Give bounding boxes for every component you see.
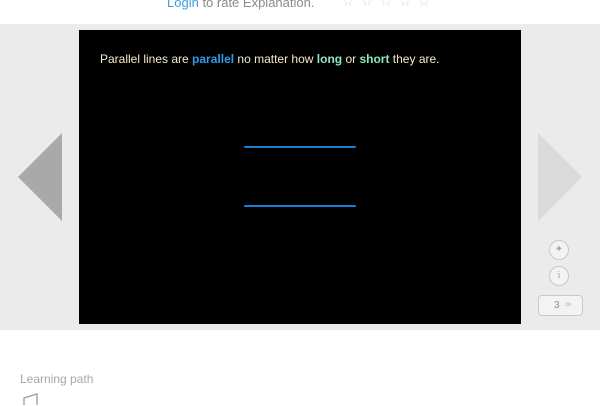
speed-control[interactable]: 3 ∞ — [538, 295, 583, 316]
speed-value: 3 — [554, 300, 560, 311]
slide-caption: Parallel lines are parallel no matter ho… — [100, 52, 440, 66]
star-icon[interactable]: ☆ — [398, 0, 412, 9]
player-stage: Parallel lines are parallel no matter ho… — [0, 24, 600, 330]
info-icon: i — [557, 271, 561, 281]
star-rating: ☆ ☆ ☆ ☆ ☆ — [341, 0, 431, 10]
caption-text: they are. — [389, 52, 440, 66]
pointer-tool-button[interactable]: ✦ — [549, 240, 569, 260]
rate-text: to rate Explanation. — [202, 0, 315, 10]
star-icon[interactable]: ☆ — [360, 0, 374, 9]
login-link[interactable]: Login — [167, 0, 199, 10]
caption-text: no matter how — [234, 52, 317, 66]
caption-text: Parallel lines are — [100, 52, 193, 66]
rating-bar: Login to rate Explanation. ☆ ☆ ☆ ☆ ☆ — [0, 0, 600, 24]
pointer-icon: ✦ — [554, 244, 564, 255]
star-icon[interactable]: ☆ — [417, 0, 431, 9]
infinity-icon: ∞ — [565, 299, 572, 309]
learning-path-title: Learning path — [20, 372, 94, 386]
previous-slide-button[interactable] — [18, 133, 62, 221]
parallel-line-bottom — [244, 205, 356, 207]
parallel-line-top — [244, 146, 356, 148]
caption-text: or — [342, 52, 360, 66]
info-button[interactable]: i — [549, 266, 569, 286]
slide-canvas: Parallel lines are parallel no matter ho… — [79, 30, 521, 324]
keyword-parallel: parallel — [192, 52, 235, 66]
learning-path-icon[interactable] — [22, 392, 40, 406]
star-icon[interactable]: ☆ — [379, 0, 393, 9]
keyword-long: long — [316, 52, 343, 66]
keyword-short: short — [359, 52, 390, 66]
rating-prompt: Login to rate Explanation. — [167, 0, 314, 10]
star-icon[interactable]: ☆ — [341, 0, 355, 9]
next-slide-button[interactable] — [538, 133, 582, 221]
